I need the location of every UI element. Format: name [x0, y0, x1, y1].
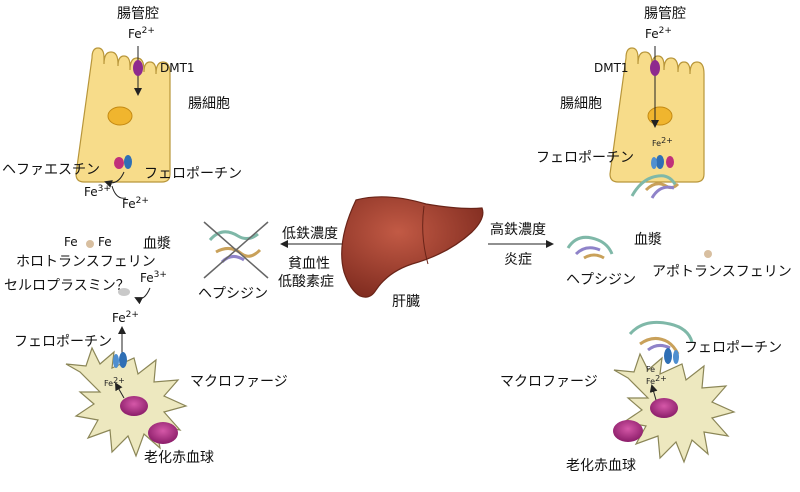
- right-senescent-rbc: [613, 420, 643, 442]
- ferroportin-channel: [124, 155, 132, 169]
- nucleus: [648, 107, 672, 125]
- nucleus: [108, 107, 132, 125]
- left-plasma-label: 血漿: [143, 236, 171, 252]
- left-senescent-rbc-label: 老化赤血球: [144, 450, 214, 466]
- right-hepcidin: [568, 237, 612, 258]
- right-senescent-rbc-label: 老化赤血球: [566, 458, 636, 474]
- left-senescent-rbc: [148, 422, 178, 444]
- dmt1-transporter: [650, 60, 660, 76]
- right-lumen-label: 腸管腔: [644, 6, 686, 22]
- left-fe2-top: Fe2+: [128, 26, 155, 41]
- right-macrophage-label: マクロファージ: [500, 374, 598, 390]
- low-iron-label: 低鉄濃度: [282, 226, 338, 242]
- left-ferroportin-gut-label: フェロポーチン: [144, 166, 242, 182]
- hypoxia-label: 低酸素症: [278, 274, 334, 290]
- left-fe-a: Fe: [64, 235, 78, 249]
- anemia-label: 貧血性: [288, 256, 330, 272]
- ceruloplasmin-label: セルロプラスミン？: [4, 278, 130, 294]
- left-ferroportin-mac-label: フェロポーチン: [14, 334, 112, 350]
- left-fe-b: Fe: [98, 235, 112, 249]
- left-mac-ferroportin-2: [113, 354, 119, 368]
- phagocytosed-rbc: [120, 396, 148, 416]
- phagocytosed-rbc: [650, 398, 678, 418]
- left-lumen-label: 腸管腔: [117, 6, 159, 22]
- liver-illustration: [342, 197, 483, 297]
- holotransferrin-label: ホロトランスフェリン: [16, 254, 156, 270]
- right-ferroportin-gut-label: フェロポーチン: [536, 150, 634, 166]
- left-mac-ferroportin: [119, 352, 127, 368]
- left-fe3-label: Fe3+: [84, 184, 111, 199]
- right-plasma-label: 血漿: [634, 232, 662, 248]
- right-ferroportin-mac-label: フェロポーチン: [684, 340, 782, 356]
- hephaestin-protein: [666, 156, 674, 168]
- inflammation-label: 炎症: [504, 252, 532, 268]
- apotransferrin-particle: [704, 250, 712, 258]
- right-fe-in-mac: Fe: [646, 365, 655, 374]
- ferroportin-channel-2: [651, 157, 657, 169]
- left-macrophage-label: マクロファージ: [190, 374, 288, 390]
- left-hepcidin-label: ヘプシジン: [198, 286, 268, 302]
- right-fe2-top: Fe2+: [645, 26, 672, 41]
- dmt1-transporter: [133, 60, 143, 76]
- left-fe2-mac-label: Fe2+: [112, 310, 139, 325]
- left-enterocyte-label: 腸細胞: [188, 96, 230, 112]
- left-hephaestin-label: ヘファエスチン: [2, 162, 100, 178]
- ceruloplasmin-particle: [118, 288, 130, 296]
- holotransferrin-particle: [86, 240, 94, 248]
- left-fe2-out-label: Fe2+: [122, 196, 149, 211]
- right-hepcidin-label: ヘプシジン: [566, 272, 636, 288]
- apotransferrin-label: アポトランスフェリン: [652, 264, 792, 280]
- right-mac-ferroportin: [664, 348, 672, 364]
- liver-label: 肝臓: [392, 294, 420, 310]
- left-hepcidin-crossed: [204, 222, 268, 278]
- left-fe3-cp-label: Fe3+: [140, 270, 167, 285]
- hephaestin-protein: [114, 157, 124, 169]
- high-iron-label: 高鉄濃度: [490, 221, 546, 238]
- ferroportin-channel: [656, 155, 664, 169]
- right-dmt1-label: DMT1: [594, 61, 629, 75]
- right-enterocyte-label: 腸細胞: [560, 96, 602, 112]
- right-mac-ferroportin-2: [673, 350, 679, 364]
- left-dmt1-label: DMT1: [160, 61, 195, 75]
